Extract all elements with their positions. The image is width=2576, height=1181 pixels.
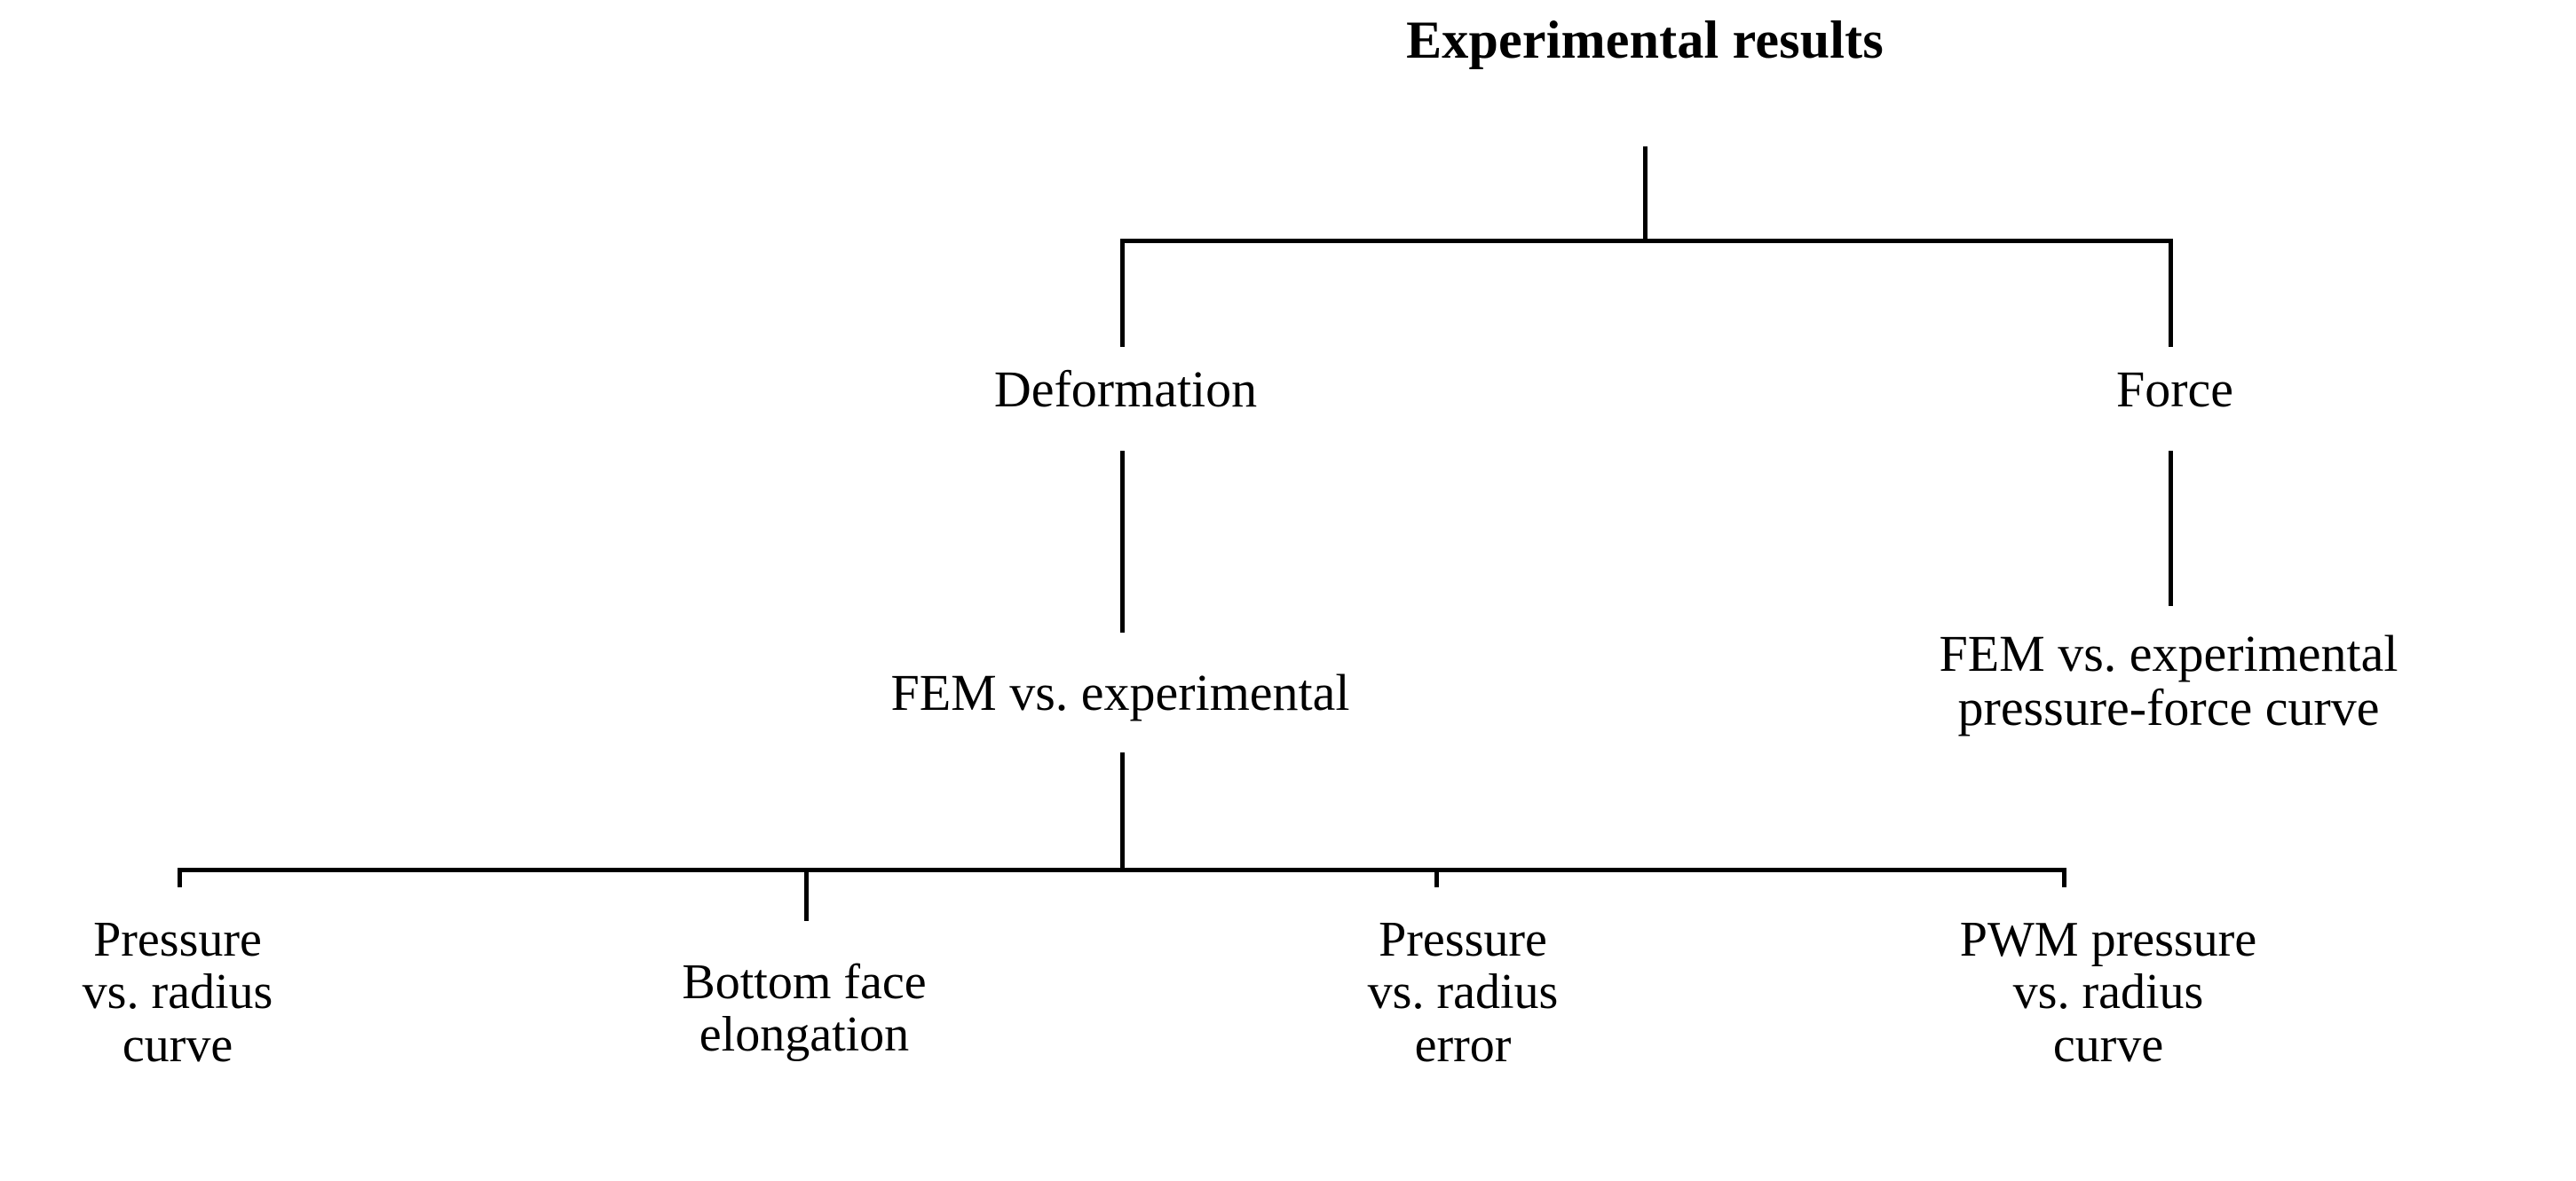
connector-drop-pwm-pressure-vs-radius-curve — [2062, 868, 2066, 887]
connector-drop-force — [2169, 239, 2173, 347]
connector-drop-bottom-face-elongation — [804, 868, 809, 921]
connector-drop-pressure-vs-radius-curve — [178, 868, 182, 887]
node-pressure-vs-radius-error: Pressure vs. radius error — [1367, 912, 1559, 1073]
connector-fem-to-leaves — [1120, 752, 1125, 871]
connector-level1-horizontal — [1120, 239, 2173, 243]
connector-root-stem — [1643, 146, 1648, 242]
node-experimental-results: Experimental results — [1406, 11, 1884, 69]
node-bottom-face-elongation: Bottom face elongation — [682, 955, 927, 1063]
node-deformation: Deformation — [993, 360, 1258, 418]
node-pressure-vs-radius-curve: Pressure vs. radius curve — [82, 912, 273, 1073]
connector-deformation-to-fem — [1120, 451, 1125, 633]
node-fem-vs-experimental: FEM vs. experimental — [890, 664, 1350, 721]
connector-drop-pressure-vs-radius-error — [1434, 868, 1439, 887]
connector-drop-deformation — [1120, 239, 1125, 347]
connector-force-to-fem-pressure-force — [2169, 451, 2173, 606]
connector-leaves-horizontal — [178, 868, 2066, 872]
node-fem-vs-experimental-pressure-force-curve: FEM vs. experimental pressure-force curv… — [1939, 625, 2398, 737]
node-pwm-pressure-vs-radius-curve: PWM pressure vs. radius curve — [1959, 912, 2257, 1073]
node-force: Force — [2115, 360, 2234, 418]
